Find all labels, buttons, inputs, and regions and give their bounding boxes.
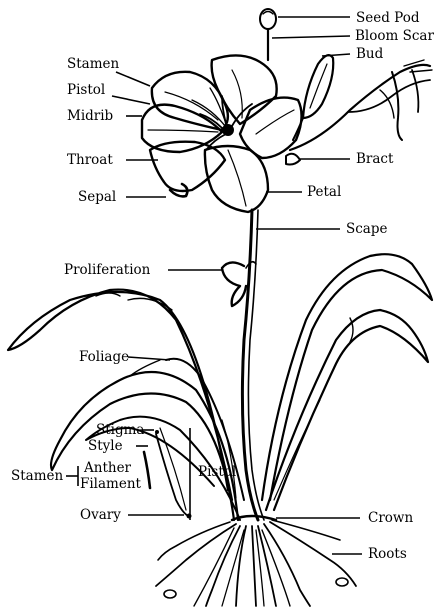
label-style: Style <box>88 438 123 454</box>
label-stamen-bottom: Stamen <box>11 468 64 484</box>
label-proliferation: Proliferation <box>64 262 151 278</box>
label-pistol-top: Pistol <box>67 82 105 98</box>
foliage-drawing <box>8 254 432 520</box>
label-midrib: Midrib <box>67 108 113 124</box>
label-foliage: Foliage <box>79 349 129 365</box>
label-stamen-top: Stamen <box>67 56 120 72</box>
roots-drawing <box>156 516 356 606</box>
label-crown: Crown <box>368 510 413 526</box>
label-anther: Anther <box>83 460 132 476</box>
label-pistol-bottom: Pistol <box>198 464 236 480</box>
label-seed-pod: Seed Pod <box>356 10 420 26</box>
label-roots: Roots <box>368 546 407 562</box>
label-stigma: Stigma <box>96 422 144 438</box>
pistil-inset-drawing <box>144 428 192 520</box>
scape-drawing <box>242 210 264 520</box>
seed-pod-drawing <box>260 9 276 60</box>
label-petal: Petal <box>307 184 341 200</box>
label-scape: Scape <box>346 221 388 237</box>
label-throat: Throat <box>67 152 113 168</box>
label-filament: Filament <box>80 476 142 492</box>
label-bloom-scar: Bloom Scar <box>355 28 434 44</box>
label-bract: Bract <box>356 151 394 167</box>
label-bud: Bud <box>356 46 384 62</box>
label-sepal: Sepal <box>78 189 116 205</box>
flower-drawing <box>142 55 302 212</box>
label-ovary: Ovary <box>80 507 121 523</box>
